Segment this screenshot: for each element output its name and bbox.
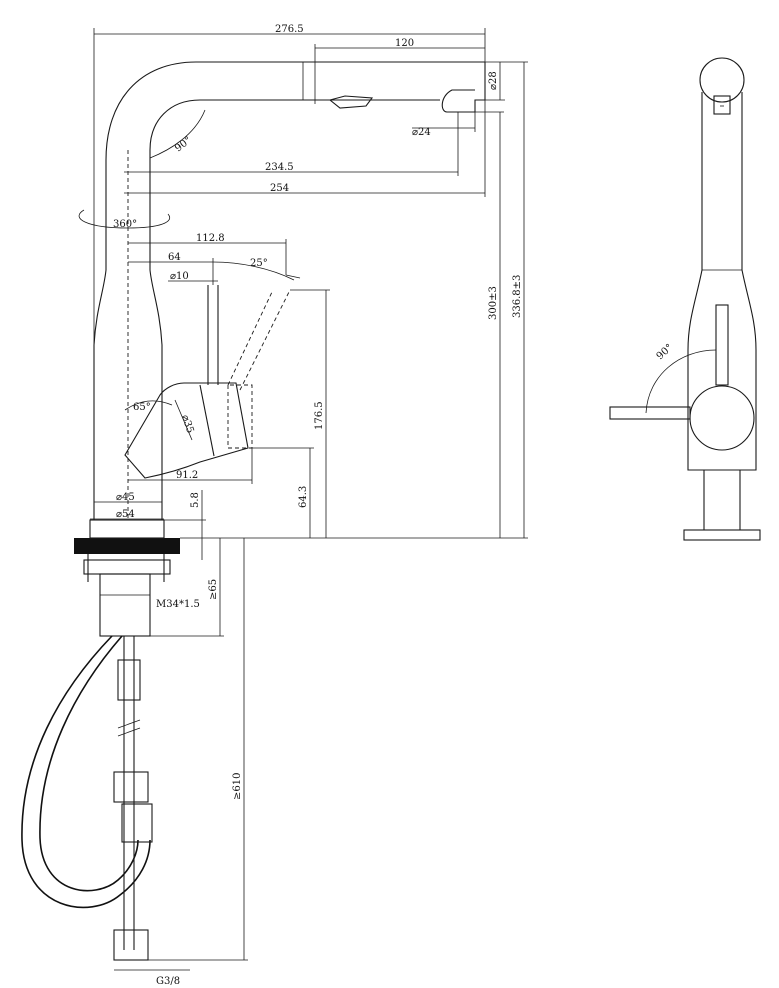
- arc-90: [149, 109, 206, 159]
- label-254: 254: [270, 183, 289, 194]
- label-336: 336.8±3: [512, 275, 523, 318]
- label-65: 65°: [133, 402, 151, 413]
- label-connector: G3/8: [156, 976, 180, 987]
- label-25: 25°: [250, 258, 268, 269]
- label-10: ⌀10: [170, 271, 189, 282]
- label-90: 90°: [173, 135, 194, 155]
- side-lever-vertical: [715, 304, 729, 386]
- spout-end: [441, 62, 486, 113]
- label-64: 64: [168, 252, 181, 263]
- label-shank: ≥65: [208, 579, 219, 600]
- spray-button-icon: [328, 95, 374, 109]
- base-collar: [89, 519, 165, 539]
- label-176: 176.5: [314, 401, 325, 430]
- label-45: ⌀45: [116, 492, 135, 503]
- label-300: 300±3: [488, 286, 499, 320]
- dimension-lines: [78, 28, 528, 971]
- side-view: 90°: [609, 57, 761, 541]
- dimension-labels: 276.5 120 ⌀28 ⌀24 90° 234.5 254 360° 112…: [113, 24, 523, 987]
- arc-65: [124, 400, 173, 411]
- label-91: 91.2: [176, 470, 198, 481]
- side-lever-horizontal: [609, 406, 691, 420]
- side-arc-90: [645, 349, 717, 414]
- label-thread: M34*1.5: [156, 599, 200, 610]
- rotation-arrow-icon: [78, 209, 171, 229]
- label-234: 234.5: [265, 162, 294, 173]
- label-64-3: 64.3: [298, 486, 309, 508]
- body-right-edge: [149, 99, 440, 520]
- mount-nut: [83, 559, 171, 575]
- label-112: 112.8: [196, 233, 225, 244]
- label-hose: ≥610: [232, 773, 243, 800]
- cartridge-ring: [199, 384, 215, 457]
- body-left-edge: [93, 61, 485, 520]
- hose-loop-inner: [39, 635, 139, 892]
- arc-25: [212, 261, 295, 281]
- side-label-90: 90°: [655, 342, 676, 362]
- label-24: ⌀24: [412, 127, 431, 138]
- hose-weight: [121, 803, 153, 843]
- cartridge-body: [124, 382, 249, 479]
- lever-tip: [285, 274, 301, 279]
- spout-head-neck: [713, 95, 731, 115]
- label-120: 120: [395, 38, 414, 49]
- label-276: 276.5: [275, 24, 304, 35]
- label-5-8: 5.8: [190, 492, 201, 508]
- spout-head-circle: [699, 57, 745, 103]
- hose-nut-mid: [113, 771, 149, 803]
- side-body-outline: [687, 92, 757, 471]
- base-gasket: [74, 538, 180, 554]
- label-360: 360°: [113, 219, 137, 230]
- hose-break-icon: [117, 719, 141, 737]
- shank: [99, 573, 151, 637]
- label-35: ⌀35: [179, 414, 195, 435]
- dim-line-35: [174, 399, 193, 441]
- connector-nut: [113, 929, 149, 961]
- side-cartridge-circle: [689, 385, 755, 451]
- hose-fitting-top: [117, 659, 141, 701]
- lever-alt-position: [227, 289, 291, 449]
- label-54: ⌀54: [116, 509, 135, 520]
- side-base: [683, 529, 761, 541]
- label-28: ⌀28: [488, 71, 499, 90]
